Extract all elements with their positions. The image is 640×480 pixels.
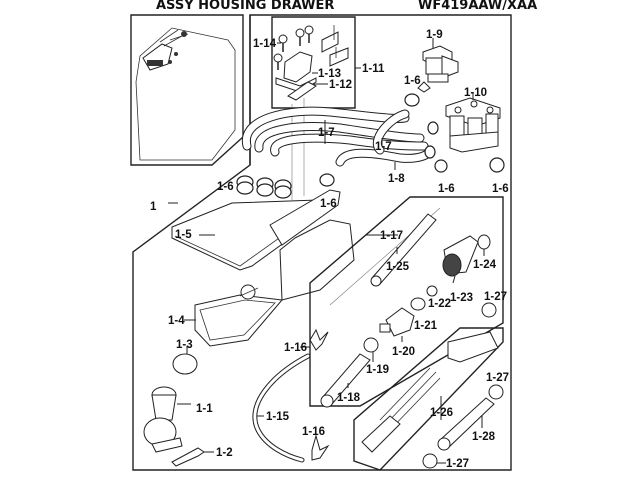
gasket bbox=[287, 81, 317, 101]
label-1-25: 1-25 bbox=[386, 261, 410, 273]
label-1-19: 1-19 bbox=[366, 364, 389, 376]
label-1-6e: 1-6 bbox=[492, 183, 509, 195]
drawer-bellows bbox=[143, 386, 191, 453]
label-1-4: 1-4 bbox=[168, 315, 185, 327]
label-1-27b: 1-27 bbox=[486, 372, 509, 384]
label-1-1: 1-1 bbox=[196, 403, 213, 415]
label-1-16a: 1-16 bbox=[284, 342, 307, 354]
label-1-28: 1-28 bbox=[472, 431, 496, 443]
label-1-23: 1-23 bbox=[450, 292, 473, 304]
tube-clip-icon bbox=[300, 328, 330, 461]
label-1-22: 1-22 bbox=[428, 298, 451, 310]
label-1-15: 1-15 bbox=[266, 411, 290, 423]
label-1-5: 1-5 bbox=[175, 229, 192, 241]
drain-tube bbox=[437, 397, 495, 451]
label-1-6c: 1-6 bbox=[404, 75, 421, 87]
label-1-11: 1-11 bbox=[362, 63, 385, 75]
sensor-kit-group bbox=[271, 16, 361, 200]
label-1-16b: 1-16 bbox=[302, 426, 325, 438]
thermistor-kit-group bbox=[353, 327, 504, 471]
clamp-1-27 bbox=[422, 302, 504, 469]
hinge-pin bbox=[171, 447, 214, 467]
siphon-tube bbox=[252, 353, 311, 463]
part-labels: 1 1-1 1-2 1-3 1-4 1-5 1-6 1-6 1-6 1-6 1-… bbox=[150, 29, 509, 470]
ring-clamp bbox=[172, 346, 198, 375]
label-1-17: 1-17 bbox=[380, 230, 403, 242]
label-1-9: 1-9 bbox=[426, 29, 443, 41]
water-valve-single bbox=[417, 38, 459, 93]
model-number: WF419AAW/XAA bbox=[418, 0, 538, 13]
label-1-7b: 1-7 bbox=[375, 141, 392, 153]
label-1-3: 1-3 bbox=[176, 339, 193, 351]
label-1-26: 1-26 bbox=[430, 407, 453, 419]
drawer-housing bbox=[171, 189, 355, 347]
sensor-body bbox=[283, 51, 313, 83]
label-1-27a: 1-27 bbox=[484, 291, 507, 303]
label-1-27c: 1-27 bbox=[446, 458, 469, 470]
hose-clamp-icon bbox=[236, 93, 505, 199]
screw-icon bbox=[273, 25, 314, 70]
inset-assembly-view bbox=[130, 14, 244, 166]
label-1: 1 bbox=[150, 201, 157, 213]
label-1-14: 1-14 bbox=[253, 38, 277, 50]
label-1-24: 1-24 bbox=[473, 259, 497, 271]
hoses bbox=[241, 106, 435, 170]
dispenser-drawer bbox=[279, 219, 355, 301]
diagram-title: ASSY HOUSING DRAWER bbox=[156, 0, 335, 13]
label-1-20: 1-20 bbox=[392, 346, 415, 358]
label-1-2: 1-2 bbox=[216, 447, 233, 459]
label-1-21: 1-21 bbox=[414, 320, 438, 332]
label-1-10: 1-10 bbox=[464, 87, 487, 99]
filter-kit-group bbox=[309, 196, 504, 408]
water-valve-double bbox=[445, 92, 501, 153]
label-1-8: 1-8 bbox=[388, 173, 405, 185]
label-1-12: 1-12 bbox=[329, 79, 352, 91]
label-1-6a: 1-6 bbox=[217, 181, 234, 193]
label-1-6b: 1-6 bbox=[320, 198, 337, 210]
label-1-7a: 1-7 bbox=[318, 127, 335, 139]
label-1-18: 1-18 bbox=[337, 392, 361, 404]
label-1-13: 1-13 bbox=[318, 68, 341, 80]
inset-drawer-icon bbox=[142, 29, 189, 71]
label-1-6d: 1-6 bbox=[438, 183, 455, 195]
